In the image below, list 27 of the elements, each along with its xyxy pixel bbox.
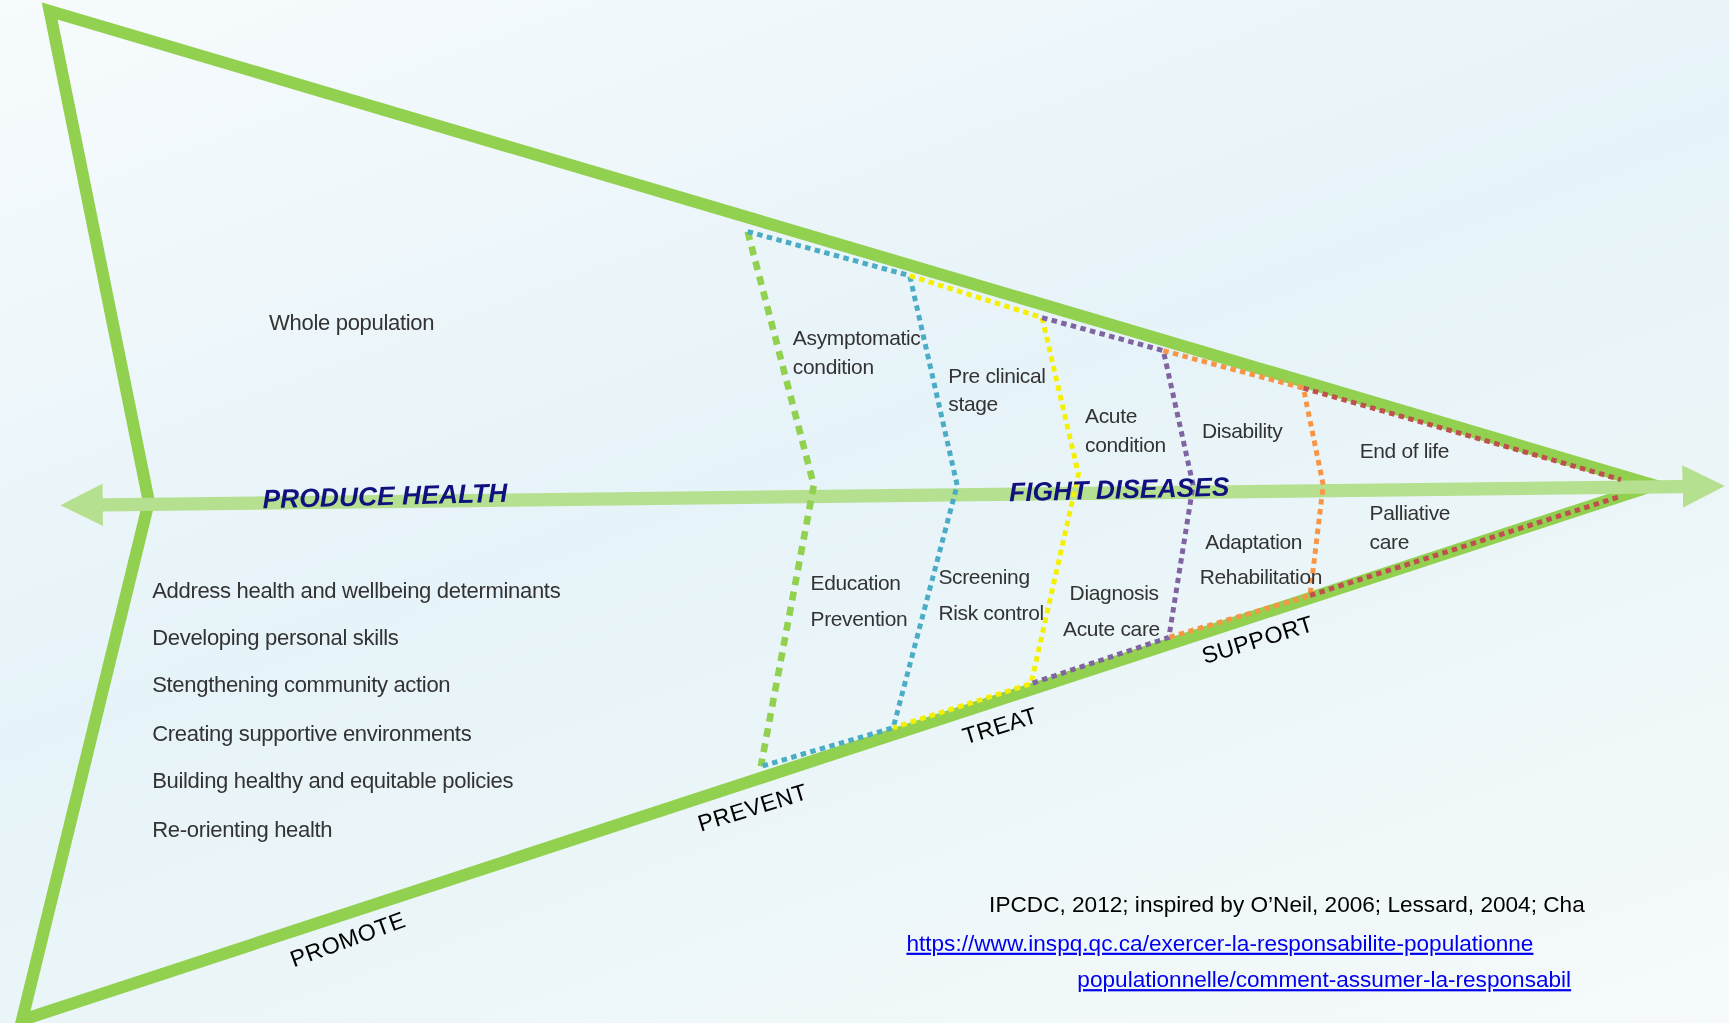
list-item: Developing personal skills — [152, 625, 399, 651]
stage-label: End of life — [1359, 437, 1451, 465]
population-label: Whole population — [269, 309, 435, 336]
list-item: Stengthening community action — [152, 672, 451, 698]
action-label: Prevention — [810, 607, 908, 632]
action-label: Rehabilitation — [1199, 565, 1323, 590]
stage-label: Disability — [1201, 418, 1284, 445]
stage-label: Pre clinical stage — [948, 362, 1047, 418]
list-item: Address health and wellbeing determinants — [152, 577, 561, 604]
axis-label: FIGHT DISEASES — [1008, 471, 1230, 508]
citation-link: https://www.inspq.qc.ca/exercer-la-responsabilite-populationne — [906, 929, 1534, 957]
citation-link: populationnelle/comment-assumer-la-responsabil — [1077, 965, 1572, 993]
stage-label: Palliative care — [1369, 500, 1452, 556]
list-item: Building healthy and equitable policies — [152, 768, 514, 794]
action-label: Education — [810, 571, 901, 596]
action-label: Risk control — [938, 600, 1044, 626]
list-item: Re-orienting health — [152, 817, 333, 843]
action-label: Screening — [938, 565, 1030, 590]
action-label: Diagnosis — [1069, 581, 1159, 606]
action-label: Adaptation — [1205, 530, 1303, 555]
citation-text: IPCDC, 2012; inspired by O’Neil, 2006; Lessard, 2004; Cha — [989, 891, 1585, 918]
stage-label: Asymptomatic condition — [792, 325, 922, 381]
stage-label: Acute condition — [1085, 403, 1167, 459]
phase-label: TREAT — [959, 702, 1041, 750]
list-item: Creating supportive environments — [152, 721, 472, 747]
action-label: Acute care — [1063, 617, 1160, 642]
axis-label: PRODUCE HEALTH — [262, 477, 508, 515]
